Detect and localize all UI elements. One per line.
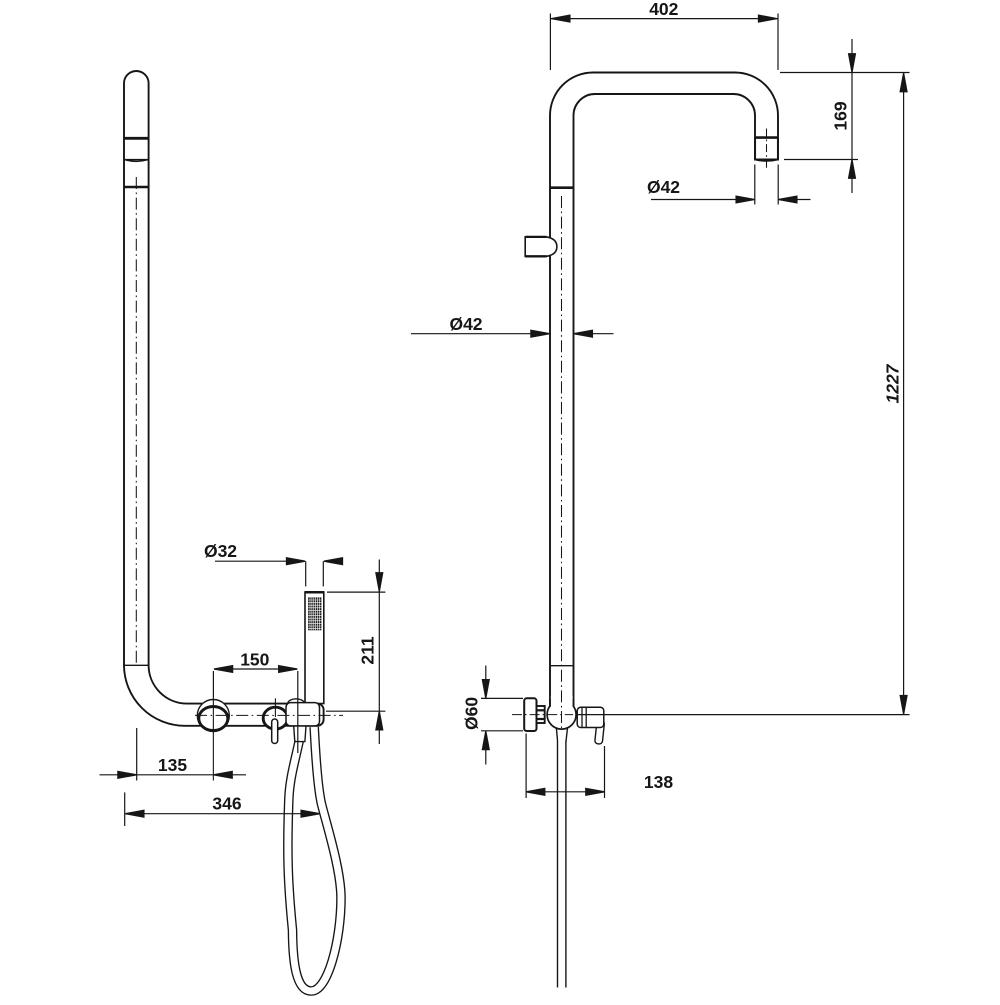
svg-text:Ø32: Ø32 [204, 541, 237, 561]
svg-text:402: 402 [649, 0, 678, 19]
svg-text:169: 169 [831, 101, 851, 130]
svg-text:1227: 1227 [883, 363, 903, 403]
svg-text:135: 135 [158, 755, 187, 775]
svg-text:Ø42: Ø42 [449, 314, 482, 334]
svg-text:Ø60: Ø60 [462, 697, 482, 730]
svg-text:211: 211 [358, 636, 378, 664]
svg-text:Ø42: Ø42 [647, 177, 680, 197]
svg-text:150: 150 [240, 650, 269, 670]
svg-text:346: 346 [212, 794, 241, 814]
svg-text:138: 138 [644, 772, 673, 792]
